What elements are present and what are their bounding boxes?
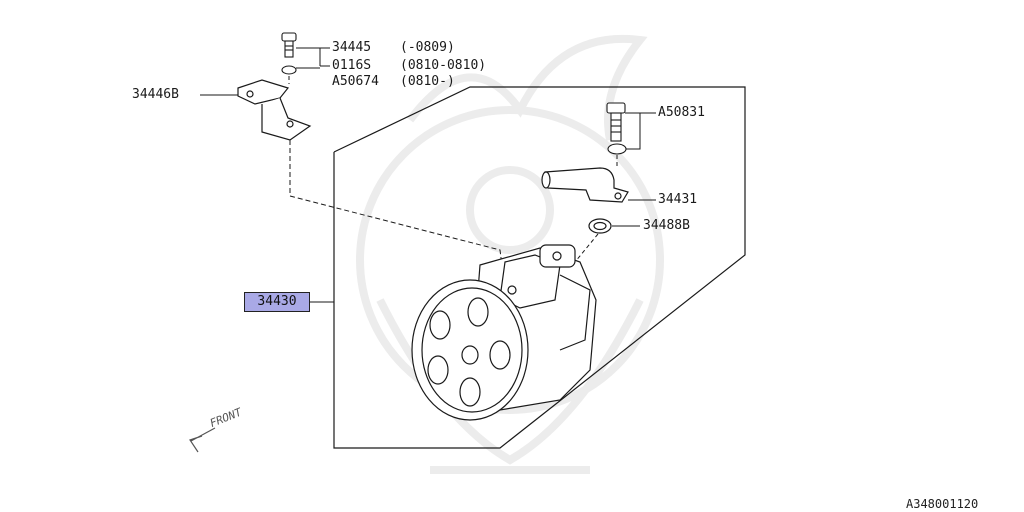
- callout-a50674[interactable]: A50674: [332, 74, 379, 89]
- callout-a50674-range: (0810-): [400, 74, 455, 89]
- assembly-outline: [333, 86, 746, 449]
- callout-34446b[interactable]: 34446B: [132, 87, 179, 102]
- bracket-34446b[interactable]: [237, 79, 312, 141]
- bolt-34445[interactable]: [281, 32, 297, 75]
- callout-34430-highlighted[interactable]: 34430: [244, 292, 310, 312]
- pipe-34431[interactable]: [541, 167, 629, 203]
- callout-34445-range: (-0809): [400, 40, 455, 55]
- callout-34445[interactable]: 34445: [332, 40, 372, 55]
- callout-34431[interactable]: 34431: [658, 192, 698, 207]
- callout-a50831[interactable]: A50831: [658, 105, 705, 120]
- figure-number: A348001120: [906, 497, 979, 511]
- front-arrow-icon: [189, 427, 216, 453]
- oring-34488b[interactable]: [588, 218, 612, 234]
- callout-0116s[interactable]: 0116S: [332, 58, 372, 73]
- callout-34488b[interactable]: 34488B: [643, 218, 690, 233]
- callout-0116s-range: (0810-0810): [400, 58, 487, 73]
- bolt-a50831[interactable]: [606, 102, 627, 155]
- pump-34430[interactable]: [411, 244, 597, 421]
